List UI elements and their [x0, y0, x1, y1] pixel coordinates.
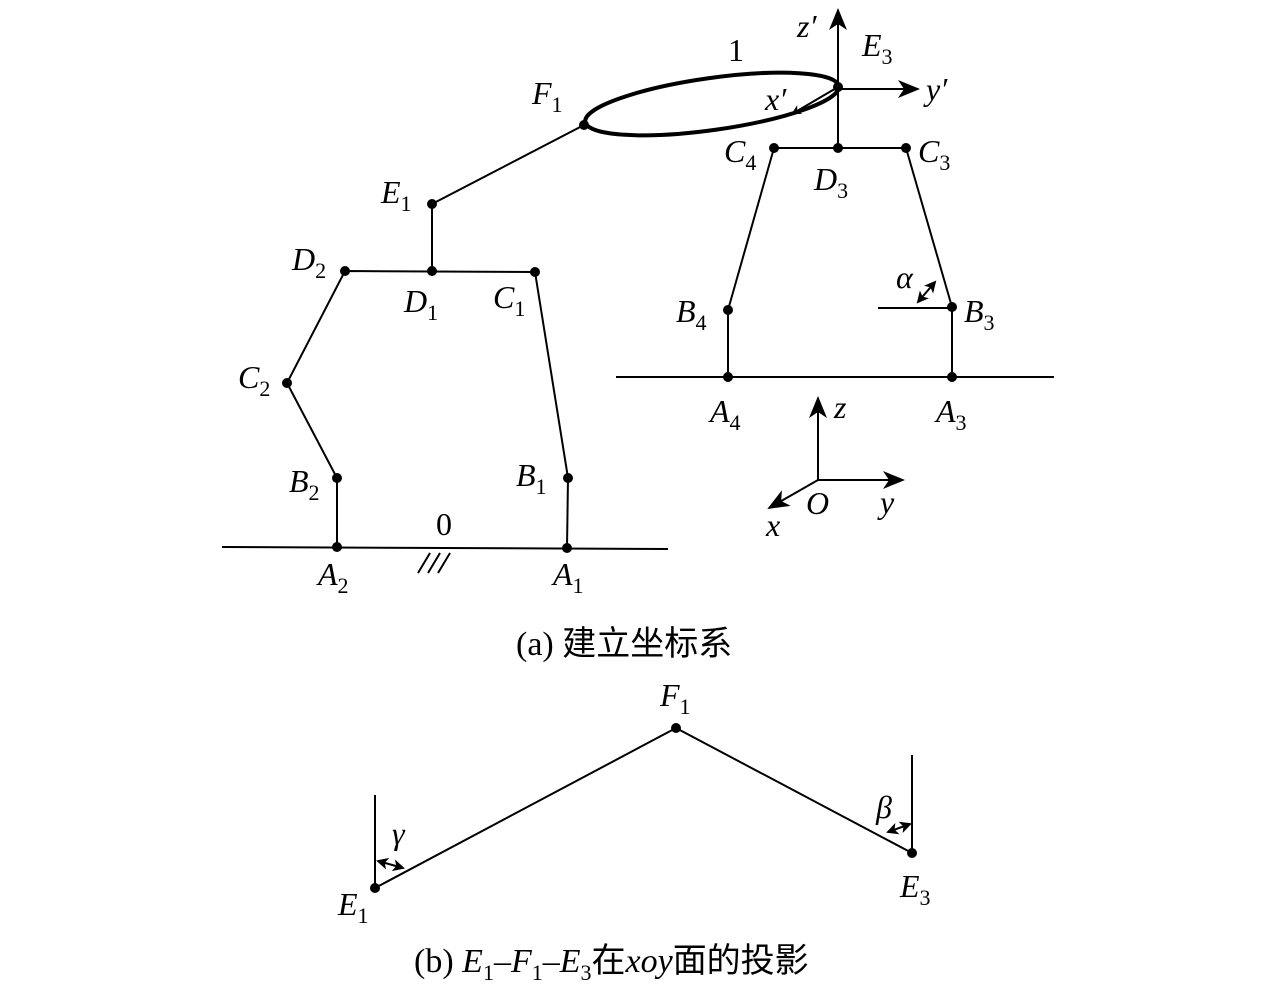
- point-A2: [332, 542, 342, 552]
- label-alpha: α: [896, 259, 914, 295]
- label-b-E3: E3: [899, 868, 931, 910]
- ground-line-left: [221, 546, 669, 550]
- caption-a: (a) 建立坐标系: [516, 625, 732, 663]
- label-z: z: [833, 389, 847, 425]
- point-b-E3: [907, 848, 917, 858]
- ring-link: [583, 70, 841, 138]
- x-prime-axis: [791, 86, 839, 115]
- point-B3: [947, 302, 957, 312]
- label-A1: A1: [551, 556, 584, 598]
- labels-a: A2 B2 C2 D2 D1 C1 B1 A1 E1 F1 0 1 E3 z′ …: [238, 8, 995, 598]
- gamma-arc: [376, 857, 405, 872]
- label-x-prime: x′: [764, 81, 787, 117]
- label-b-F1: F1: [659, 677, 691, 719]
- label-beta: β: [875, 789, 892, 825]
- point-E3: [833, 82, 843, 92]
- point-D3: [833, 143, 843, 153]
- point-A4: [723, 372, 733, 382]
- label-C1: C1: [493, 279, 525, 321]
- label-B4: B4: [676, 293, 707, 335]
- point-B1: [563, 473, 573, 483]
- label-D1: D1: [403, 283, 438, 325]
- alpha-arc: [916, 280, 937, 304]
- label-B3: B3: [964, 293, 995, 335]
- global-frame: [767, 396, 905, 509]
- link-e1-f1: [431, 124, 585, 205]
- label-E3: E3: [861, 27, 893, 69]
- label-y-prime: y′: [923, 71, 948, 107]
- caption-b: (b) E1–F1–E3在xoy面的投影: [414, 942, 809, 985]
- point-C3: [901, 143, 911, 153]
- point-C4: [769, 143, 779, 153]
- label-B2: B2: [289, 463, 320, 505]
- point-C2: [282, 378, 292, 388]
- label-b-E1: E1: [337, 886, 369, 928]
- point-B2: [332, 473, 342, 483]
- label-C4: C4: [724, 133, 756, 175]
- point-D2: [340, 266, 350, 276]
- label-x: x: [765, 507, 780, 543]
- point-E1: [427, 199, 437, 209]
- label-E1: E1: [380, 174, 412, 216]
- label-C3: C3: [918, 133, 950, 175]
- label-z-prime: z′: [796, 8, 817, 44]
- point-C1: [530, 267, 540, 277]
- ground-hatch-1: [417, 552, 431, 574]
- point-B4: [723, 305, 733, 315]
- right-linkage: [616, 8, 1054, 382]
- label-gamma: γ: [392, 815, 406, 851]
- label-A4: A4: [708, 393, 741, 435]
- point-A3: [947, 372, 957, 382]
- ground-hatch-2: [427, 552, 441, 574]
- label-A2: A2: [316, 556, 349, 598]
- label-origin: O: [806, 485, 829, 521]
- projection-chain: [374, 726, 913, 889]
- projection-diagram: E1 F1 E3 γ β: [337, 677, 931, 928]
- point-b-E1: [370, 883, 380, 893]
- label-link-0: 0: [436, 506, 452, 542]
- label-D3: D3: [813, 161, 848, 203]
- ring-ellipse: [583, 70, 841, 138]
- label-A3: A3: [934, 393, 967, 435]
- x-axis: [767, 479, 819, 509]
- ground-hatch-3: [437, 552, 451, 574]
- point-D1: [427, 266, 437, 276]
- label-F1: F1: [531, 75, 563, 117]
- label-link-1: 1: [728, 32, 744, 68]
- point-A1: [562, 543, 572, 553]
- label-y: y: [877, 484, 895, 520]
- point-b-F1: [671, 723, 681, 733]
- label-D2: D2: [291, 241, 326, 283]
- label-C2: C2: [238, 359, 270, 401]
- label-B1: B1: [516, 457, 547, 499]
- beta-arc: [886, 821, 912, 835]
